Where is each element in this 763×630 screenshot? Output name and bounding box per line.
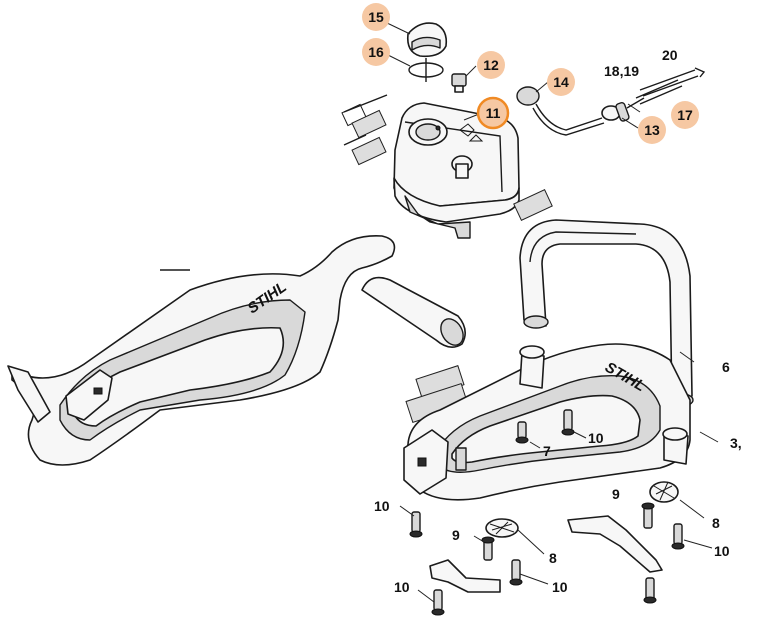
callout-label: 11	[486, 105, 501, 121]
callout-label: 16	[368, 44, 384, 60]
front-handle-housing: STIHL	[403, 219, 694, 501]
callout-label: 12	[483, 57, 499, 73]
callout-16[interactable]: 16	[362, 38, 390, 66]
callout-8b[interactable]: 8	[549, 550, 557, 566]
callout-label: 14	[553, 74, 569, 90]
callout-20[interactable]: 20	[662, 47, 678, 63]
spring	[485, 518, 519, 538]
lower-hardware	[409, 481, 685, 616]
screw	[509, 559, 523, 586]
callout-9b[interactable]: 9	[452, 527, 460, 543]
fuel-tank-assembly	[341, 94, 553, 239]
callout-14[interactable]: 14	[547, 68, 575, 96]
screw	[671, 523, 685, 550]
callout-3[interactable]: 3,	[730, 435, 742, 451]
bracket	[567, 515, 663, 573]
callout-label: 15	[368, 9, 384, 25]
screw	[481, 536, 495, 561]
callout-8a[interactable]: 8	[712, 515, 720, 531]
callout-10e[interactable]: 10	[394, 579, 410, 595]
callout-15[interactable]: 15	[362, 3, 390, 31]
callout-11[interactable]: 11	[476, 96, 510, 130]
rear-handle-housing: STIHL	[7, 235, 469, 466]
callout-label: 13	[644, 122, 660, 138]
bracket	[429, 559, 501, 593]
tank-vent	[451, 73, 467, 93]
callout-9a[interactable]: 9	[612, 486, 620, 502]
fuel-pickup-hose	[516, 67, 706, 136]
callout-10c[interactable]: 10	[374, 498, 390, 514]
screw	[641, 502, 655, 529]
callout-12[interactable]: 12	[477, 51, 505, 79]
callout-10b[interactable]: 10	[714, 543, 730, 559]
callout-18-19[interactable]: 18,19	[604, 63, 639, 79]
spring	[649, 481, 679, 503]
callout-10a[interactable]: 10	[588, 430, 604, 446]
callout-6[interactable]: 6	[722, 359, 730, 375]
screw	[431, 589, 445, 616]
callout-13[interactable]: 13	[638, 116, 666, 144]
screw	[561, 409, 575, 436]
fuel-cap	[406, 22, 448, 58]
callout-17[interactable]: 17	[671, 101, 699, 129]
callout-10d[interactable]: 10	[552, 579, 568, 595]
o-ring	[408, 58, 444, 82]
screw	[515, 421, 529, 444]
leader-lines	[384, 21, 719, 603]
screw	[409, 511, 423, 538]
callout-label: 17	[677, 107, 693, 123]
screw	[643, 577, 657, 604]
callout-7[interactable]: 7	[543, 443, 551, 459]
